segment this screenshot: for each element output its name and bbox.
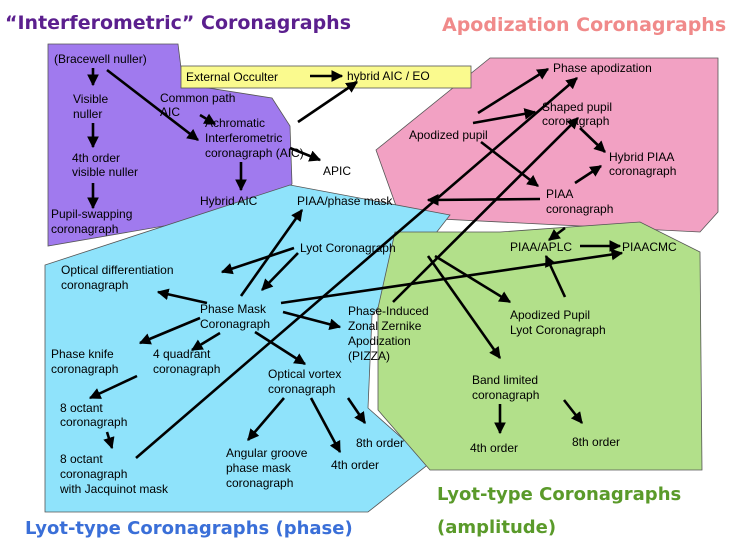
arrow-phasemask-optdiff [156,288,208,305]
arrow-jacquinot-phaseapod [135,77,578,459]
node-pizza-l1: Phase-Induced [348,304,429,318]
node-pizza-l4: (PIZZA) [348,349,390,363]
node-4th-nuller-l2: visible nuller [72,165,139,179]
node-phase-knife-l1: Phase knife [51,347,114,361]
node-phase-mask-l2: Coronagraph [200,317,271,331]
node-4-quadrant-l1: 4 quadrant [153,347,211,361]
node-optical-vortex-l2: coronagraph [268,382,336,396]
node-hybrid-aic-eo: hybrid AIC / EO [347,69,430,83]
arrow-piaa-hybridpiaa [574,164,602,185]
node-apic: APIC [323,164,352,178]
node-band-limited-l2: coronagraph [472,388,540,402]
node-optical-vortex-l1: Optical vortex [268,367,342,381]
node-4-quadrant-l2: coronagraph [153,362,221,376]
arrow-vortex-angular [247,397,285,441]
node-pizza-l3: Apodization [348,334,411,348]
node-8-octant-jacquinot-l1: 8 octant [60,452,103,466]
node-aic-l3: coronagraph (AIC) [205,146,304,160]
node-angular-groove-l1: Angular groove [226,446,308,460]
node-piaacmc: PIAACMC [622,240,677,254]
arrow-lyot-band [426,255,502,359]
node-piaa-l2: coronagraph [546,202,614,216]
node-pizza-l2: Zonal Zernike [348,319,422,333]
node-aplc-l1: Apodized Pupil [510,308,591,322]
interferometric-region [47,43,293,247]
node-common-path-l2: AIC [160,105,181,119]
arrow-aic-hybrideo [297,80,358,124]
node-angular-groove-l2: phase mask [226,461,291,475]
arrow-apodized-phaseapod [477,67,549,115]
node-phase-apodization: Phase apodization [553,61,652,75]
node-apodized-pupil: Apodized pupil [409,128,488,142]
arrow-phasemask-pizza [282,310,342,330]
title-apodization: Apodization Coronagraphs [442,14,727,36]
arrow-lyot-phasemask [261,252,299,291]
node-4th-nuller-l1: 4th order [72,151,121,165]
arrow-pizza-apodization [392,117,579,303]
arrow-aic-apic [289,146,322,162]
arrow-phasemask-knife [138,316,201,345]
apodization-region [375,57,719,233]
node-8-octant-l1: 8 octant [60,401,103,415]
node-vortex-4th-order: 4th order [331,458,380,472]
node-hybrid-piaa-l1: Hybrid PIAA [609,150,675,164]
node-vortex-8th-order: 8th order [356,436,405,450]
arrow-piaa-aplc [548,226,566,242]
node-8-octant-jacquinot-l2: coronagraph [60,467,128,481]
node-visible-nuller-l2: nuller [73,107,103,121]
node-piaa-l1: PIAA [546,187,574,201]
arrow-shaped-hybridpiaa [579,127,606,153]
node-optical-diff-l2: coronagraph [61,278,129,292]
node-optical-diff-l1: Optical differentiation [61,263,174,277]
node-external-occulter: External Occulter [186,70,279,84]
arrow-8octant-jacquinot [103,431,115,450]
node-hybrid-aic: Hybrid AIC [200,194,258,208]
arrow-vortex-4th [309,397,342,454]
arrows [87,67,624,459]
node-phase-mask-l1: Phase Mask [200,302,267,316]
arrow-bracewell-aic [106,68,199,142]
node-bracewell-nuller: (Bracewell nuller) [54,52,147,66]
arrow-lyot-aplc [434,254,511,304]
arrow-piaa-phasemask [426,194,541,206]
arrow-lyot-optdiff [220,246,295,275]
node-pupil-swapping-l1: Pupil-swapping [51,207,133,221]
node-piaa-aplc: PIAA/APLC [510,240,573,254]
node-visible-nuller-l1: Visible [73,92,109,106]
node-shaped-pupil-l1: Shaped pupil [542,100,613,114]
arrow-phasemask-piaaphase [239,209,304,297]
node-piaa-phase-mask: PIAA/phase mask [297,194,393,208]
node-shaped-pupil-l2: coronagraph [542,114,610,128]
node-pupil-swapping-l2: coronagraph [51,222,119,236]
node-band-limited-l1: Band limited [472,373,539,387]
node-phase-knife-l2: coronagraph [51,362,119,376]
node-common-path-l1: Common path [160,91,236,105]
title-lyot-phase: Lyot-type Coronagraphs (phase) [25,518,353,539]
node-aplc-l2: Lyot Coronagraph [510,323,606,337]
node-aic-l1: Achromatic [205,116,266,130]
title-interferometric: “Interferometric” Coronagraphs [5,12,352,34]
node-aic-l2: Interferometric [205,131,283,145]
node-angular-groove-l3: coronagraph [226,476,294,490]
arrow-apodized-shaped [472,108,537,125]
node-band-8th-order: 8th order [572,435,621,449]
node-8-octant-jacquinot-l3: with Jacquinot mask [60,482,169,496]
arrow-phasemask-piaacmc [280,248,624,305]
arrow-vortex-8th [346,397,367,424]
node-lyot-coronagraph: Lyot Coronagraph [300,241,396,255]
title-lyot-amplitude-line2: (amplitude) [437,517,557,538]
node-8-octant-l2: coronagraph [60,415,128,429]
arrow-apodized-piaa [480,140,539,188]
arrow-knife-8octant [88,374,138,400]
arrow-commonpath-aic [199,113,217,126]
node-band-4th-order: 4th order [470,441,519,455]
arrow-phasemask-vortex [254,330,306,366]
title-lyot-amplitude-line1: Lyot-type Coronagraphs [437,484,682,505]
lyot-amplitude-region [377,221,703,471]
arrow-phasemask-4q [190,331,221,352]
node-hybrid-piaa-l2: coronagraph [609,164,677,178]
arrow-band-8th [562,399,584,424]
